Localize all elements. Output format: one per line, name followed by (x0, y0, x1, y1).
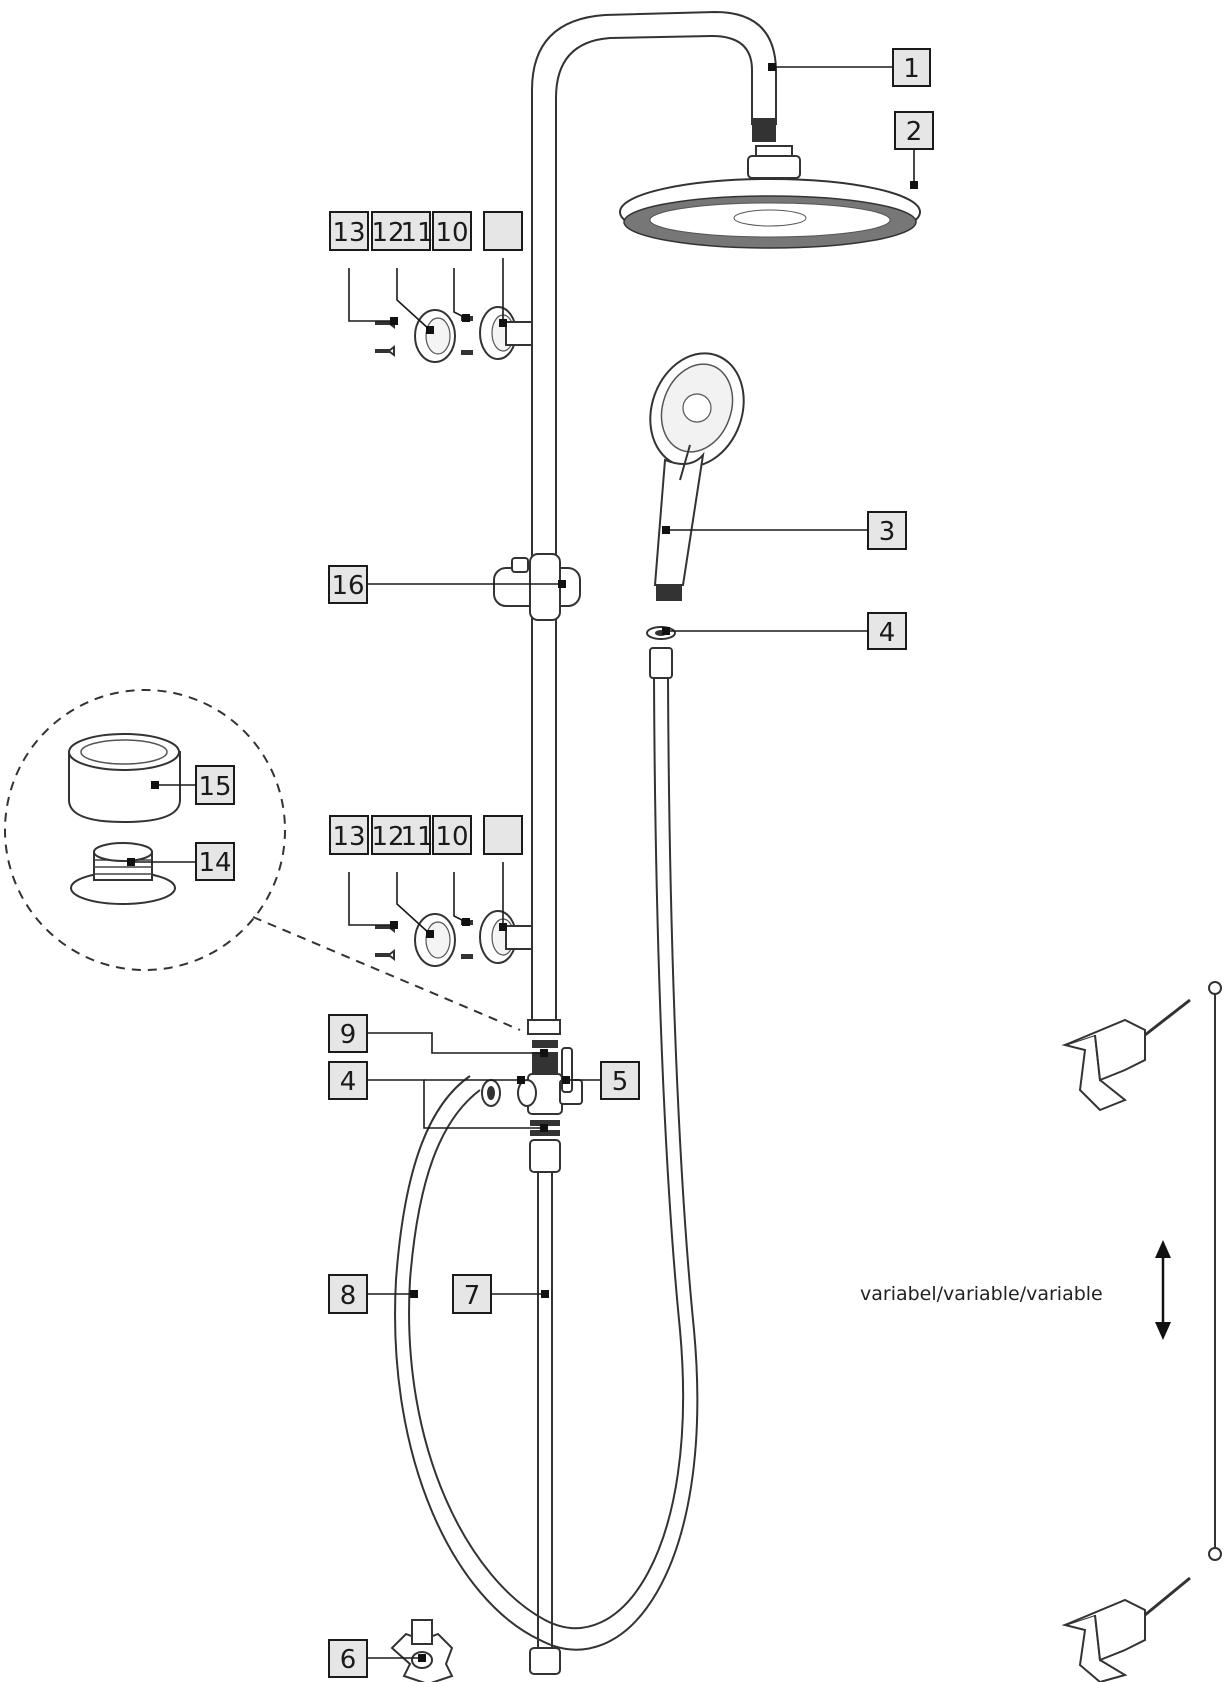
label-14: 14 (195, 842, 235, 881)
label-10-lower: 10 (432, 815, 472, 855)
label-2: 2 (894, 111, 934, 150)
shower-rail (527, 10, 777, 1035)
svg-text:10: 10 (435, 822, 468, 852)
svg-text:3: 3 (879, 517, 896, 547)
svg-text:1: 1 (903, 54, 920, 84)
label-15: 15 (195, 765, 235, 805)
svg-text:13: 13 (332, 822, 365, 852)
label-13-upper: 13 (329, 211, 369, 251)
svg-text:13: 13 (332, 218, 365, 248)
rain-shower-head (619, 145, 921, 249)
hand-shower-hose (394, 647, 699, 1651)
label-8: 8 (328, 1274, 368, 1314)
svg-text:7: 7 (464, 1281, 481, 1311)
hand-shower (649, 352, 745, 601)
svg-text:4: 4 (340, 1067, 357, 1097)
svg-text:6: 6 (340, 1645, 357, 1675)
label-10-upper: 10 (432, 211, 472, 251)
rail-slider (493, 553, 581, 621)
drill-bottom-icon (1061, 1576, 1191, 1682)
variable-height-note: variabel/variable/variable (860, 1283, 1103, 1305)
drill-top-icon (1061, 998, 1191, 1112)
svg-text:12: 12 (371, 822, 404, 852)
svg-text:14: 14 (198, 848, 231, 878)
height-dimension: variabel/variable/variable (860, 981, 1222, 1561)
label-3: 3 (867, 511, 907, 550)
label-4-top: 4 (867, 612, 907, 650)
label-6: 6 (328, 1639, 368, 1678)
svg-text:12: 12 (371, 218, 404, 248)
svg-text:2: 2 (906, 117, 923, 147)
svg-text:15: 15 (198, 772, 231, 802)
detail-circle (4, 689, 521, 1031)
svg-text:11: 11 (400, 822, 433, 852)
leader-lines (127, 63, 918, 1662)
label-blank-lower (483, 815, 523, 855)
label-16: 16 (328, 565, 368, 604)
label-9: 9 (328, 1014, 368, 1053)
svg-text:16: 16 (331, 571, 364, 601)
svg-text:10: 10 (435, 218, 468, 248)
label-5: 5 (600, 1061, 640, 1100)
wall-nut (390, 1619, 454, 1682)
label-4-lower: 4 (328, 1061, 368, 1100)
lower-wall-bracket (375, 910, 533, 967)
svg-text:8: 8 (340, 1281, 357, 1311)
label-13-lower: 13 (329, 815, 369, 855)
svg-text:4: 4 (879, 618, 896, 648)
lower-connection-pipe (529, 1139, 561, 1675)
upper-wall-bracket (375, 306, 533, 363)
diverter-valve (481, 1040, 583, 1136)
washer-top (646, 626, 676, 640)
svg-text:5: 5 (612, 1067, 629, 1097)
svg-text:9: 9 (340, 1020, 357, 1050)
label-blank-upper (483, 211, 523, 251)
label-1: 1 (892, 48, 931, 87)
svg-text:11: 11 (400, 218, 433, 248)
label-7: 7 (452, 1274, 492, 1314)
